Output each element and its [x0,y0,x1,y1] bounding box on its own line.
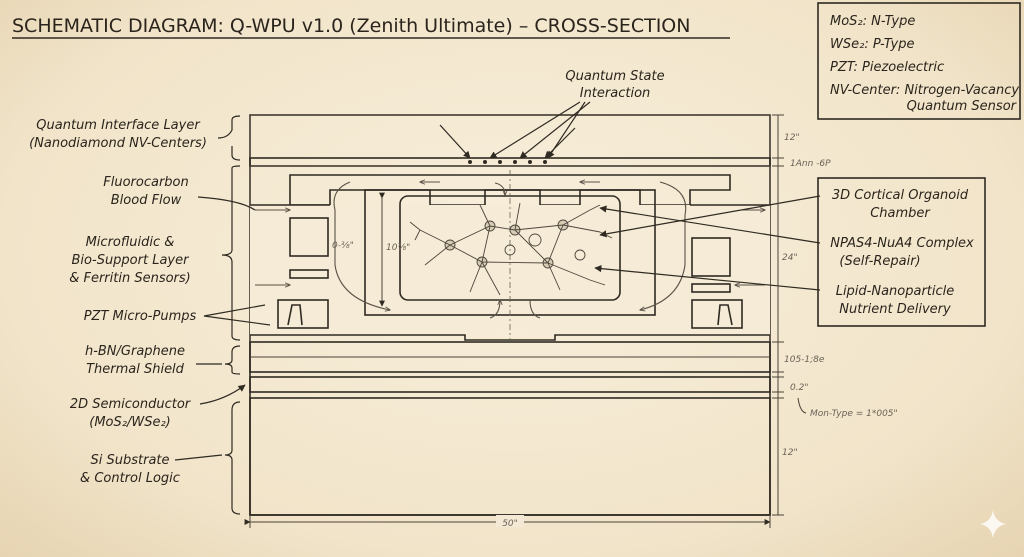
dim-width: 50" [502,519,518,529]
dim-thermal: 105-1;8e [784,355,825,365]
nv-center-band [249,157,771,167]
label-2d-semiconductor: 2D Semiconductor [70,397,192,412]
label-si-substrate: Si Substrate [90,453,169,468]
callout-lipid: Lipid-Nanoparticle [836,284,955,299]
2d-semiconductor-layer [249,376,771,393]
callout-npas4: NPAS4-NuA4 Complex [830,236,974,251]
chamber-height-dimension: 10⅞" [386,243,410,253]
legend-box: MoS₂: N-Type WSe₂: P-Type PZT: Piezoelec… [817,2,1021,120]
callout-organoid: 3D Cortical Organoid [832,188,969,203]
si-substrate-layer [249,397,771,516]
label-2d-semiconductor: (MoS₂/WSe₂) [89,415,170,430]
ferritin-sensor-right [691,237,731,277]
dim-substrate: 12" [782,448,798,458]
label-quantum-interface: (Nanodiamond NV-Centers) [29,136,207,151]
right-callout-box: 3D Cortical Organoid Chamber NPAS4-NuA4 … [594,177,986,327]
label-blood-flow: Fluorocarbon [103,175,188,190]
cross-section: 10⅞" 0-⅜" [249,114,771,516]
callout-organoid: Chamber [870,206,931,221]
label-microfluidic: & Ferritin Sensors) [69,271,191,286]
gap-dimension: 0-⅜" [332,241,354,251]
legend-item: WSe₂: P-Type [830,37,914,52]
quantum-state-label: Quantum State [565,69,664,84]
left-labels: Quantum Interface Layer (Nanodiamond NV-… [29,115,271,515]
label-quantum-interface: Quantum Interface Layer [36,118,201,133]
dim-mon-type: Mon-Type = 1*005" [810,409,898,419]
callout-lipid: Nutrient Delivery [839,302,951,317]
fluid-flow-arrows [255,182,765,319]
label-thermal-shield: Thermal Shield [86,362,185,377]
nv-centers [468,160,547,164]
pzt-pump-right [691,299,743,329]
neuron-network-illustration [409,202,613,296]
legend-item: MoS₂: N-Type [830,14,915,29]
dim-top-layer: 12" [784,133,800,143]
label-pzt-pumps: PZT Micro-Pumps [84,309,197,324]
label-blood-flow: Blood Flow [111,193,182,208]
label-thermal-shield: h-BN/Graphene [85,344,185,359]
label-microfluidic: Microfluidic & [86,235,175,250]
label-microfluidic: Bio-Support Layer [72,253,191,268]
sparkle-icon [980,510,1006,538]
label-si-substrate: & Control Logic [80,471,180,486]
quantum-interaction-arrows [439,101,591,159]
legend-item: Quantum Sensor [907,99,1018,114]
dim-thin-band: 1Ann -6P [790,159,831,169]
quantum-state-label: Interaction [580,86,651,101]
legend-item: PZT: Piezoelectric [830,60,944,75]
ferritin-sensor-left [289,217,329,257]
dim-bio-layer: 24" [782,253,798,263]
callout-npas4: (Self-Repair) [839,254,920,269]
quantum-interface-layer [249,114,771,159]
dimension-lines: 12" 1Ann -6P 24" 105-1;8e 0.2" Mon-Type … [244,114,898,529]
dim-semiconductor: 0.2" [790,383,808,393]
pzt-pump-left [277,299,329,329]
legend-item: NV-Center: Nitrogen-Vacancy [830,83,1019,98]
diagram-title: SCHEMATIC DIAGRAM: Q-WPU v1.0 (Zenith Ul… [12,15,690,37]
